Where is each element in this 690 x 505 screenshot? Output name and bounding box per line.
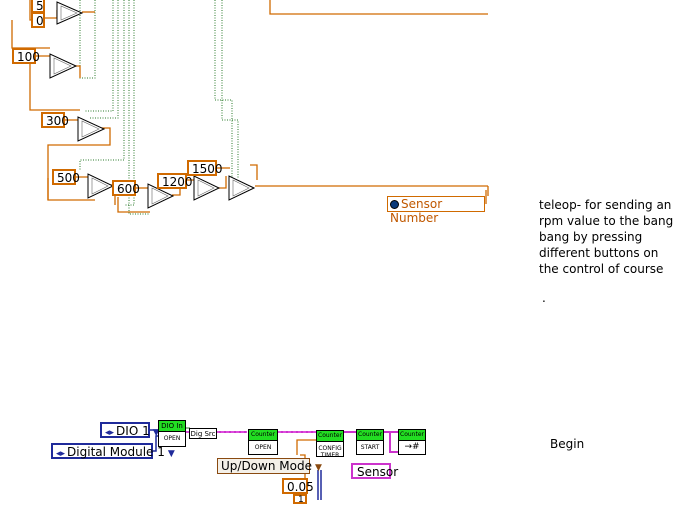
numeric-constant-1500[interactable]: 1500: [187, 160, 223, 176]
dio-channel-label: DIO 1: [116, 424, 150, 438]
digital-module-label: Digital Module 1: [67, 445, 165, 459]
dig-src-node[interactable]: Dig Src: [189, 428, 217, 439]
numeric-constant-1200[interactable]: 1200: [157, 173, 193, 189]
numeric-constant-500[interactable]: 500: [52, 169, 80, 185]
dio-in-open-vi[interactable]: DIO In OPEN: [158, 420, 186, 447]
digital-module-control[interactable]: ◂▸Digital Module 1▼: [51, 443, 175, 459]
counter-config-timer-vi[interactable]: Counter CONFIG TIMER: [316, 430, 344, 459]
numeric-constant-0-05[interactable]: 0.05: [282, 478, 314, 494]
select-node-6: [193, 175, 221, 201]
select-node-4: [87, 173, 115, 199]
numeric-constant-300[interactable]: 300: [41, 112, 69, 128]
up-down-mode-label: Up/Down Mode: [221, 459, 312, 473]
numeric-constant-600[interactable]: 600: [112, 180, 140, 196]
counter-start-vi[interactable]: Counter START: [356, 429, 384, 455]
teleop-comment-line-1: teleop- for sending an: [539, 198, 672, 212]
dio-in-header: DIO In: [159, 421, 185, 432]
counter-config-label: CONFIG TIMER: [318, 445, 342, 459]
numeric-constant-1[interactable]: 1: [293, 494, 307, 505]
dio-channel-control[interactable]: ◂▸DIO 1▼: [100, 422, 160, 438]
numeric-wires: [11, 0, 489, 478]
dropdown-arrow-icon: ▼: [167, 449, 175, 459]
cluster-wires: [150, 429, 322, 500]
dot-comment: .: [542, 291, 546, 305]
counter-open-header: Counter: [249, 430, 277, 441]
teleop-comment-line-5: the control of course: [539, 262, 664, 276]
boolean-wires: [79, 0, 239, 215]
teleop-comment-line-3: bang by pressing: [539, 230, 643, 244]
counter-start-header: Counter: [357, 430, 383, 441]
counter-open-label: OPEN: [254, 444, 272, 451]
counter-config-header: Counter: [317, 431, 343, 442]
numeric-constant-0[interactable]: 0: [31, 12, 45, 28]
numeric-constant-100[interactable]: 100: [12, 48, 40, 64]
dropdown-arrow-icon: ▼: [314, 463, 322, 473]
indicator-glyph-icon: [390, 200, 399, 209]
teleop-comment: teleop- for sending an rpm value to the …: [539, 197, 673, 277]
sensor-number-label: Sensor Number: [390, 197, 443, 225]
select-node-1: [56, 1, 84, 25]
dio-in-open-label: OPEN: [163, 435, 181, 442]
comparison-nodes: [49, 1, 256, 209]
counter-open-vi[interactable]: Counter OPEN: [248, 429, 278, 455]
ring-arrows-icon: ◂▸: [105, 428, 115, 438]
sensor-number-indicator[interactable]: Sensor Number: [387, 196, 485, 225]
counter-get-header: Counter: [399, 430, 425, 441]
select-node-5: [147, 183, 175, 209]
select-node-7: [228, 175, 256, 201]
select-node-2: [49, 53, 78, 79]
counter-start-label: START: [360, 444, 380, 451]
sensor-refnum-control[interactable]: Sensor: [351, 463, 398, 479]
teleop-comment-line-2: rpm value to the bang: [539, 214, 674, 228]
select-node-3: [77, 116, 106, 142]
begin-comment: Begin: [550, 437, 585, 451]
counter-get-label: →#: [404, 442, 420, 452]
up-down-mode-control[interactable]: Up/Down Mode▼: [217, 458, 322, 474]
teleop-comment-line-4: different buttons on: [539, 246, 659, 260]
ring-arrows-icon: ◂▸: [56, 449, 66, 459]
dropdown-arrow-icon: ▼: [152, 428, 160, 438]
counter-get-vi[interactable]: Counter →#: [398, 429, 426, 455]
